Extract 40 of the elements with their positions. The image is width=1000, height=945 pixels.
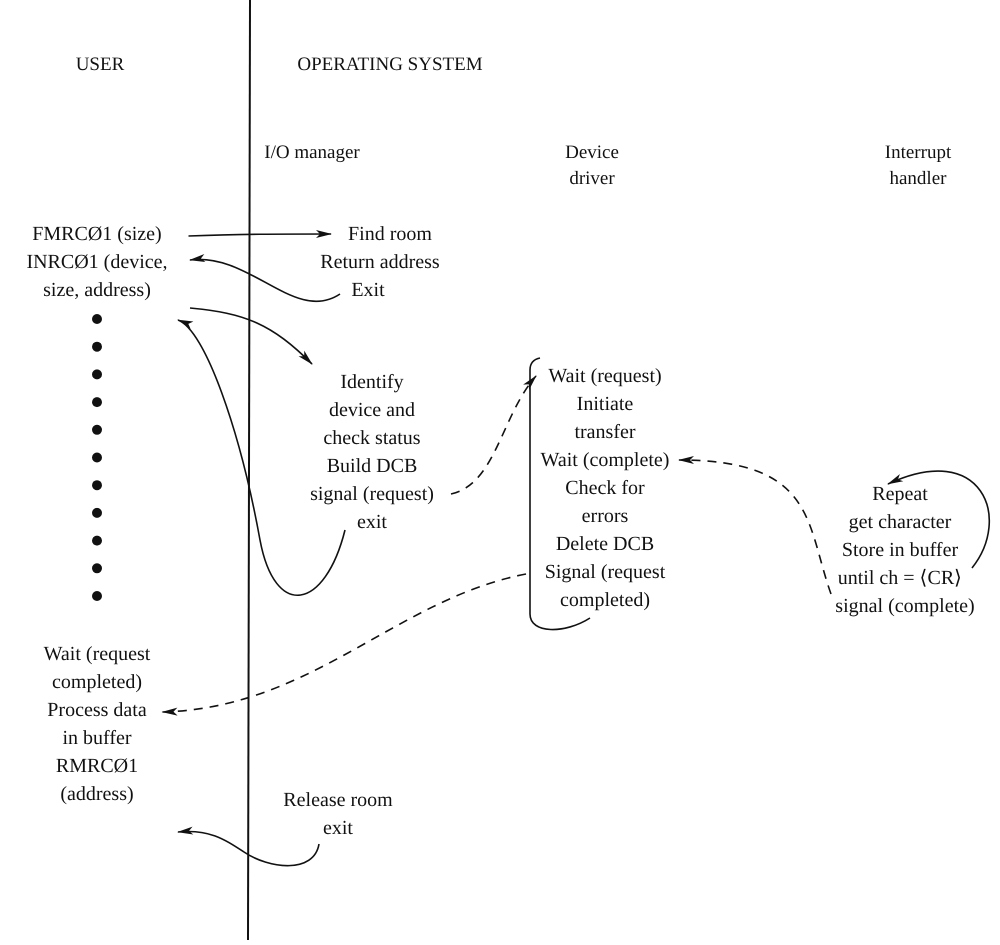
loop-bracket xyxy=(529,357,590,630)
step-text: INRCØ1 (device, size, address) xyxy=(12,248,182,304)
step-text: Store in buffer xyxy=(830,536,970,564)
arrow xyxy=(177,827,320,866)
arrow xyxy=(887,470,990,568)
column-heading: Device driver xyxy=(564,141,620,191)
step-text: Find room xyxy=(335,220,445,248)
step-text: Wait (request completed) xyxy=(27,640,167,696)
step-text: Return address xyxy=(305,248,455,276)
step-text: Build DCB xyxy=(312,452,432,480)
arrow xyxy=(189,256,340,302)
arrow xyxy=(188,230,332,238)
step-text: signal (complete) xyxy=(825,592,985,620)
dashed-arrow xyxy=(162,573,526,715)
step-text: until ch = ⟨CR⟩ xyxy=(830,564,970,592)
step-text: signal (request) xyxy=(297,480,447,508)
arrow xyxy=(177,319,346,596)
step-text: Release room xyxy=(273,786,403,814)
step-text: Wait (request) xyxy=(540,362,670,390)
dashed-arrow xyxy=(678,456,832,594)
step-text: Check for errors xyxy=(555,474,655,530)
arrow xyxy=(190,307,313,365)
step-text: Repeat xyxy=(860,480,940,508)
step-text: Exit xyxy=(343,276,393,304)
step-text: Initiate transfer xyxy=(558,390,652,446)
step-text: FMRCØ1 (size) xyxy=(10,220,184,248)
step-text: RMRCØ1 (address) xyxy=(32,752,162,808)
step-text: exit xyxy=(347,508,397,536)
step-text: get character xyxy=(835,508,965,536)
column-heading: I/O manager xyxy=(263,141,361,165)
step-text: Identify device and check status xyxy=(316,368,428,452)
column-heading: OPERATING SYSTEM xyxy=(296,53,484,77)
step-text: Signal (request completed) xyxy=(530,558,680,614)
step-text: Process data in buffer xyxy=(40,696,154,752)
step-text: Wait (complete) xyxy=(535,446,675,474)
step-text: exit xyxy=(313,814,363,842)
step-text: Delete DCB xyxy=(545,530,665,558)
dashed-arrow xyxy=(450,375,537,495)
column-heading: USER xyxy=(74,53,126,77)
column-heading: Interrupt handler xyxy=(884,141,952,191)
